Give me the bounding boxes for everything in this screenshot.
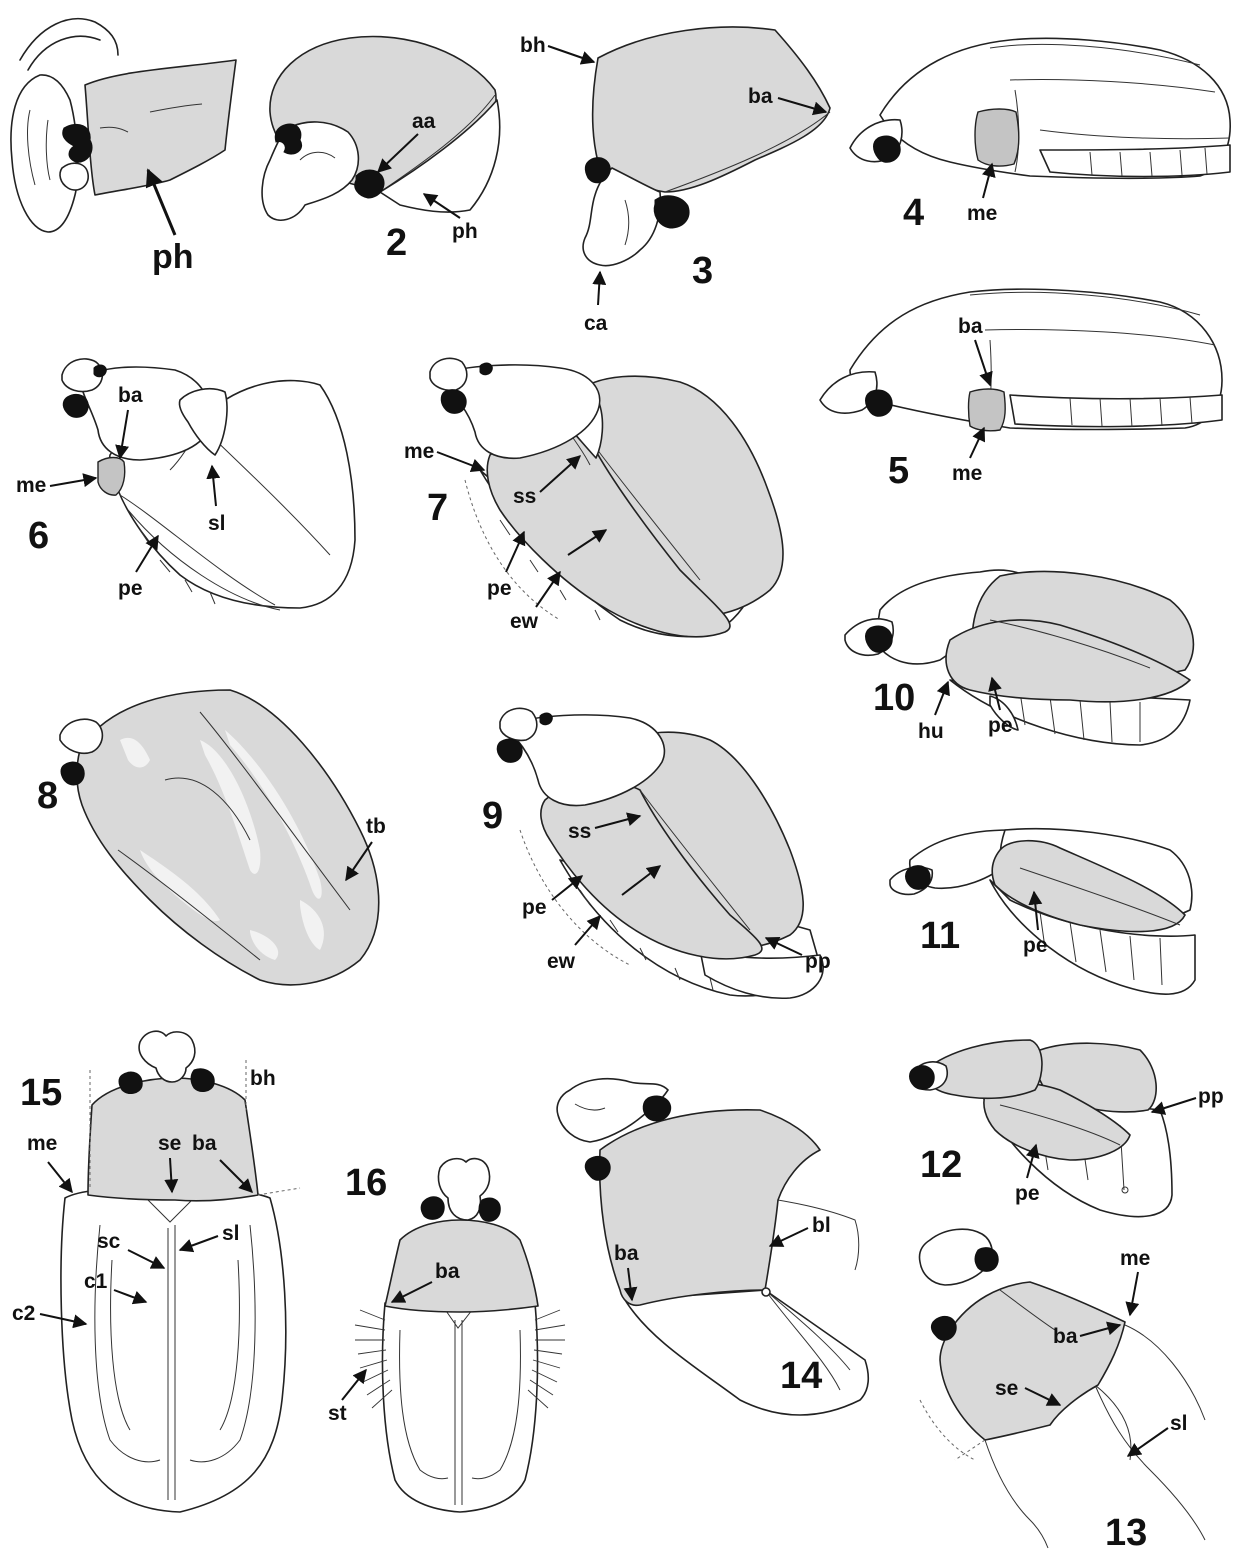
label-tb-fig8: tb	[366, 815, 386, 838]
figure-5-drawing	[820, 289, 1222, 431]
label-me-fig5: me	[952, 462, 982, 485]
arrow-me-fig13	[1130, 1272, 1138, 1315]
figure-4-drawing	[850, 38, 1230, 178]
figure-number-14: 14	[780, 1355, 822, 1397]
figure-number-16: 16	[345, 1162, 387, 1204]
pronotum-shaded	[593, 27, 830, 192]
pronotum-shaded	[940, 1282, 1125, 1440]
figure-11-drawing	[890, 829, 1195, 995]
label-me-fig7: me	[404, 440, 434, 463]
label-ew-fig7: ew	[510, 610, 539, 633]
label-ph-fig2: ph	[452, 220, 478, 243]
mesepimeron-shaded	[98, 458, 125, 496]
figure-12-drawing	[910, 1040, 1173, 1217]
label-ss-fig7: ss	[513, 485, 536, 508]
label-c2-fig15: c2	[12, 1302, 35, 1325]
mesepimeron-shaded	[969, 389, 1006, 431]
arrow-me-fig6	[50, 478, 96, 486]
label-se-fig15: se	[158, 1132, 181, 1155]
figure-number-9: 9	[482, 795, 503, 837]
arrow-pe-fig7	[506, 532, 524, 572]
label-ba-fig13: ba	[1053, 1325, 1078, 1348]
label-sc-fig15: sc	[97, 1230, 121, 1253]
arrow-bh-fig3	[548, 46, 594, 62]
label-sl-fig13: sl	[1170, 1412, 1188, 1435]
figure-number-13: 13	[1105, 1512, 1147, 1550]
label-me-fig13: me	[1120, 1247, 1150, 1270]
arrow-hu-fig10	[935, 682, 948, 715]
figure-number-5: 5	[888, 450, 909, 492]
arrow-me-fig5	[970, 428, 984, 458]
label-bl-fig14: bl	[812, 1214, 831, 1237]
label-pe-fig9: pe	[522, 896, 547, 919]
label-me-fig15: me	[27, 1132, 57, 1155]
pronotum-shaded	[600, 1110, 820, 1306]
figure-6-drawing	[62, 359, 355, 610]
figure-2-drawing	[262, 37, 500, 221]
figure-number-2: 2	[386, 222, 407, 264]
figure-number-6: 6	[28, 515, 49, 557]
figure-13-drawing	[919, 1229, 1205, 1548]
arrow-sl-fig13	[1128, 1428, 1168, 1456]
label-ba-fig16: ba	[435, 1260, 460, 1283]
figure-3-drawing	[583, 27, 830, 266]
label-pe-fig7: pe	[487, 577, 512, 600]
label-bh-fig15: bh	[250, 1067, 276, 1090]
label-pe-fig6: pe	[118, 577, 143, 600]
label-pe-fig10: pe	[988, 714, 1013, 737]
label-st-fig16: st	[328, 1402, 347, 1425]
figure-8-drawing	[60, 690, 379, 985]
label-se-fig13: se	[995, 1377, 1018, 1400]
figure-16-drawing	[355, 1159, 565, 1512]
label-me-fig6: me	[16, 474, 46, 497]
figure-1-drawing	[11, 19, 236, 232]
label-ew-fig9: ew	[547, 950, 576, 973]
arrow-st-fig16	[342, 1370, 366, 1400]
label-ca-fig3: ca	[584, 312, 608, 335]
label-sl-fig6: sl	[208, 512, 226, 535]
figure-number-4: 4	[903, 192, 924, 234]
arrow-ca-fig3	[598, 272, 600, 305]
label-ba-fig3: ba	[748, 85, 773, 108]
figure-number-3: 3	[692, 250, 713, 292]
arrow-ew-fig9	[575, 916, 600, 945]
label-ph-fig1: ph	[152, 238, 194, 276]
arrow-me-fig7	[437, 452, 484, 470]
figure-number-15: 15	[20, 1072, 62, 1114]
label-ba-fig14: ba	[614, 1242, 639, 1265]
mesepimeron-shaded	[975, 109, 1019, 166]
label-pe-fig11: pe	[1023, 934, 1048, 957]
figure-number-7: 7	[427, 487, 448, 529]
pronotum-shaded	[385, 1220, 538, 1312]
label-ba-fig5: ba	[958, 315, 983, 338]
label-pp-fig12: pp	[1198, 1085, 1224, 1108]
figure-number-10: 10	[873, 677, 915, 719]
label-ss-fig9: ss	[568, 820, 591, 843]
label-hu-fig10: hu	[918, 720, 944, 743]
label-pe-fig12: pe	[1015, 1182, 1040, 1205]
label-ba-fig15: ba	[192, 1132, 217, 1155]
arrow-me-fig15	[48, 1162, 72, 1192]
arrow-ew-fig7	[536, 572, 560, 607]
label-me-fig4: me	[967, 202, 997, 225]
figure-number-8: 8	[37, 775, 58, 817]
figure-number-12: 12	[920, 1144, 962, 1186]
label-bh-fig3: bh	[520, 34, 546, 57]
arrow-pp-fig12	[1152, 1098, 1196, 1112]
label-ba-fig6: ba	[118, 384, 143, 407]
arrow-bl-fig14	[770, 1228, 808, 1246]
figure-number-11: 11	[920, 915, 960, 957]
label-aa-fig2: aa	[412, 110, 436, 133]
figure-7-drawing	[430, 358, 783, 636]
label-pp-fig9: pp	[805, 950, 831, 973]
label-c1-fig15: c1	[84, 1270, 108, 1293]
label-sl-fig15: sl	[222, 1222, 240, 1245]
